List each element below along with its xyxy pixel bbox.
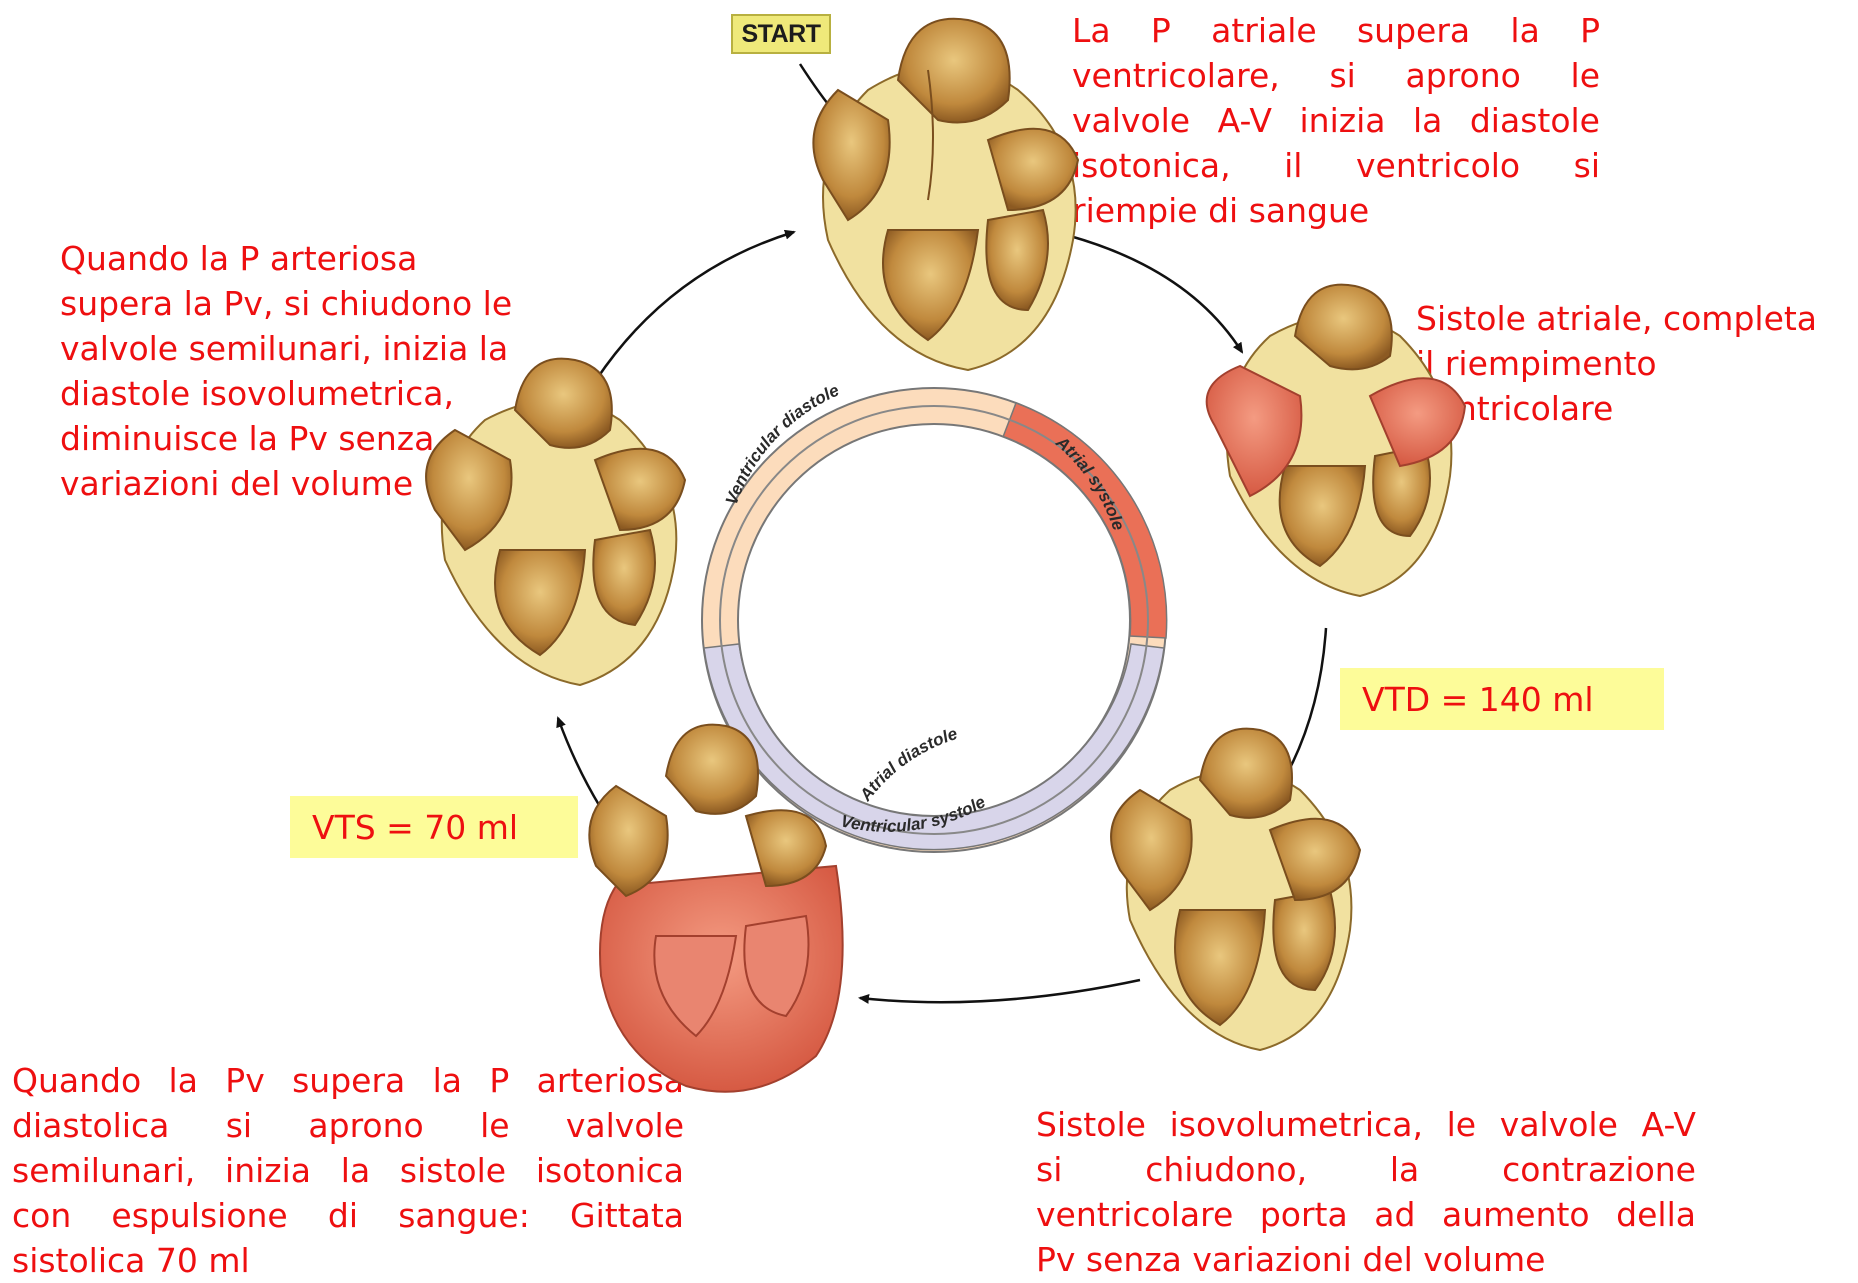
ring-inner [738,424,1130,816]
heart-diagram-top [813,19,1078,370]
heart-diagram-left [426,359,685,685]
cycle-arrow [860,980,1140,1002]
heart-diagram-bottom-right [1111,729,1360,1050]
start-label: START [731,14,831,54]
cycle-arrow [596,232,794,380]
heart-diagram-right [1207,285,1465,596]
cycle-ring: Ventricular diastole Atrial systole Atri… [702,381,1167,852]
cycle-arrow [1070,236,1242,352]
